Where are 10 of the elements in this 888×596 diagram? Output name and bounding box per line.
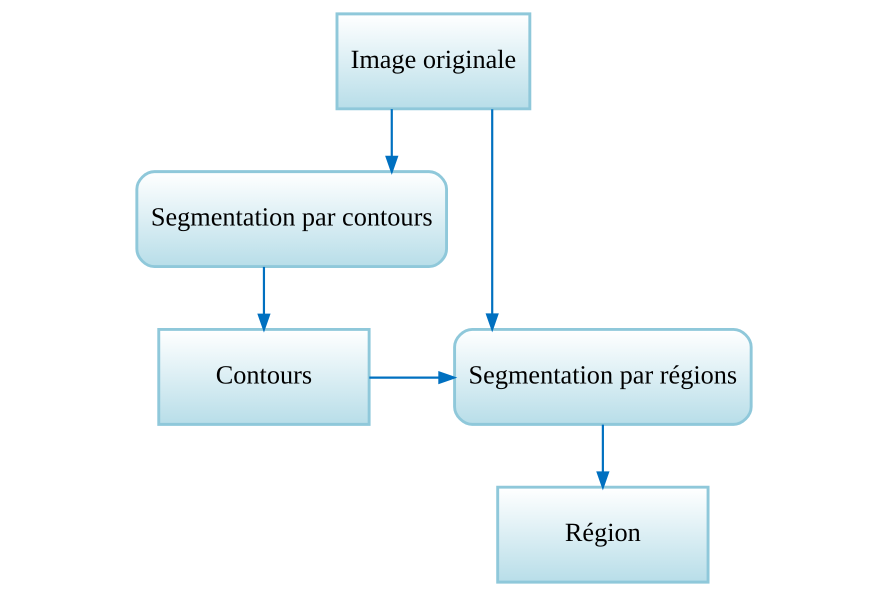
node-box: Région [496, 486, 710, 584]
arrow [486, 109, 499, 332]
arrow [257, 266, 271, 333]
arrow [385, 109, 398, 175]
node-box: Segmentation par contours [135, 170, 448, 268]
arrow [596, 424, 610, 490]
node-box: Contours [157, 328, 371, 426]
arrow [369, 370, 458, 384]
node-box: Image originale [336, 12, 532, 110]
node-box: Segmentation par régions [453, 328, 753, 426]
